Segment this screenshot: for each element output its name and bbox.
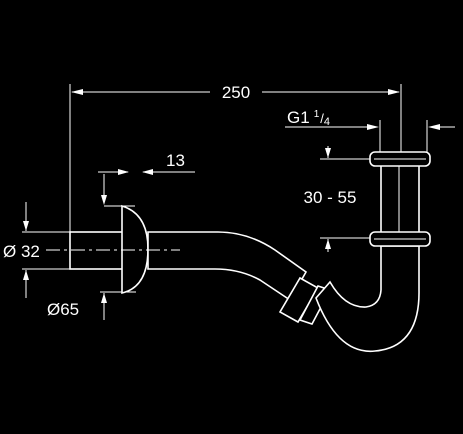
height-arrow-top-icon bbox=[325, 148, 331, 158]
dimension-rosette-diameter: Ø65 bbox=[47, 291, 136, 320]
arrow-left-icon bbox=[71, 89, 83, 95]
offset-label: 13 bbox=[166, 151, 185, 170]
offset-arrow-right-icon bbox=[118, 169, 129, 175]
dimension-height-range: 30 - 55 bbox=[304, 146, 372, 252]
outlet-arm bbox=[147, 231, 308, 302]
rosette-arrow-bottom-icon bbox=[101, 293, 107, 303]
rosette-diameter-label: Ø65 bbox=[47, 300, 79, 319]
inlet-diameter-label: Ø 32 bbox=[3, 242, 40, 261]
height-range-label: 30 - 55 bbox=[304, 188, 357, 207]
dimension-flange-offset: 13 bbox=[98, 151, 195, 207]
offset-arrow-left-icon bbox=[142, 169, 153, 175]
height-arrow-bottom-icon bbox=[325, 239, 331, 249]
arrow-right-icon bbox=[388, 89, 400, 95]
inlet-arrow-bottom-icon bbox=[23, 270, 29, 280]
arm-coupling-nut bbox=[278, 276, 320, 324]
siphon-body bbox=[69, 151, 431, 352]
dimension-inlet-diameter: Ø 32 bbox=[3, 202, 70, 298]
dimension-overall-length: 250 bbox=[69, 83, 402, 232]
thread-arrow-right-icon bbox=[428, 124, 440, 130]
inlet-arrow-top-icon bbox=[23, 221, 29, 231]
overall-length-label: 250 bbox=[222, 83, 250, 102]
u-bend bbox=[315, 243, 420, 352]
thread-arrow-left-icon bbox=[367, 124, 379, 130]
rosette-arrow-top-icon bbox=[101, 195, 107, 205]
